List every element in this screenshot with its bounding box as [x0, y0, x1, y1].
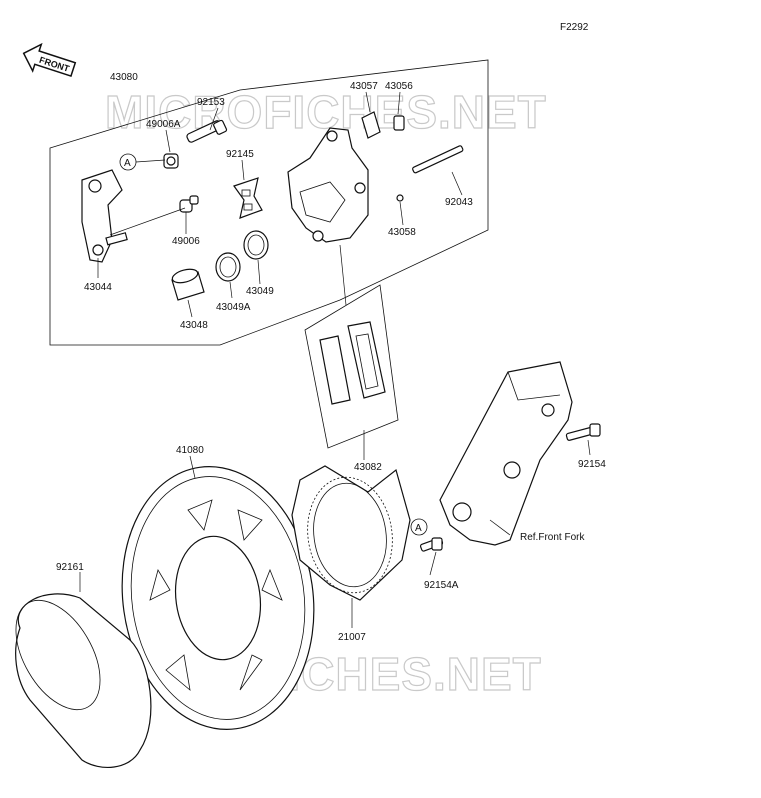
caliper-bracket — [81, 169, 128, 263]
label-92161: 92161 — [56, 562, 84, 573]
pad-set-box — [304, 284, 399, 449]
label-92145: 92145 — [226, 149, 254, 160]
svg-text:A: A — [124, 158, 131, 169]
abs-rotor — [291, 465, 411, 601]
front-arrow-icon: FRONT — [22, 42, 77, 77]
callout-a-lower: A — [410, 518, 428, 536]
label-43058: 43058 — [388, 227, 416, 238]
callout-a-upper: A — [119, 153, 137, 171]
label-43082: 43082 — [354, 462, 382, 473]
caliper-assembly-box — [49, 59, 489, 346]
label-92154a: 92154A — [424, 580, 459, 591]
bleeder-43057 — [361, 111, 381, 139]
seal-43049a — [215, 252, 241, 282]
label-41080: 41080 — [176, 445, 204, 456]
pad-spring-92145 — [233, 177, 263, 219]
bolt-92154 — [565, 423, 601, 441]
pad-pin-92043 — [412, 145, 464, 174]
boot-49006a — [163, 153, 179, 169]
label-92154: 92154 — [578, 459, 606, 470]
label-43056: 43056 — [385, 81, 413, 92]
svg-text:A: A — [415, 523, 422, 534]
front-fork — [439, 361, 573, 546]
bolt-92154a — [419, 537, 444, 552]
watermark-top: MICROFICHES.NET — [105, 86, 547, 138]
label-43044: 43044 — [84, 282, 112, 293]
bleeder-cap-43056 — [393, 115, 405, 131]
label-ref-front-fork: Ref.Front Fork — [520, 532, 585, 543]
label-43049: 43049 — [246, 286, 274, 297]
leader-lines — [79, 91, 591, 628]
caliper-body — [287, 127, 369, 243]
label-92153: 92153 — [197, 97, 225, 108]
brake-disc — [121, 466, 315, 730]
boot-49006 — [179, 195, 199, 213]
label-43049a: 43049A — [216, 302, 251, 313]
label-49006a: 49006A — [146, 119, 181, 130]
ring-92161 — [15, 593, 152, 768]
plug-43058 — [396, 194, 404, 202]
seal-43049 — [243, 230, 269, 260]
piston-43048 — [171, 268, 205, 301]
label-21007: 21007 — [338, 632, 366, 643]
label-43048: 43048 — [180, 320, 208, 331]
slide-pin-92153 — [186, 119, 228, 143]
figure-code: F2292 — [560, 22, 589, 33]
label-92043: 92043 — [445, 197, 473, 208]
label-43080: 43080 — [110, 72, 138, 83]
brake-pads — [319, 321, 386, 405]
label-49006: 49006 — [172, 236, 200, 247]
label-43057: 43057 — [350, 81, 378, 92]
